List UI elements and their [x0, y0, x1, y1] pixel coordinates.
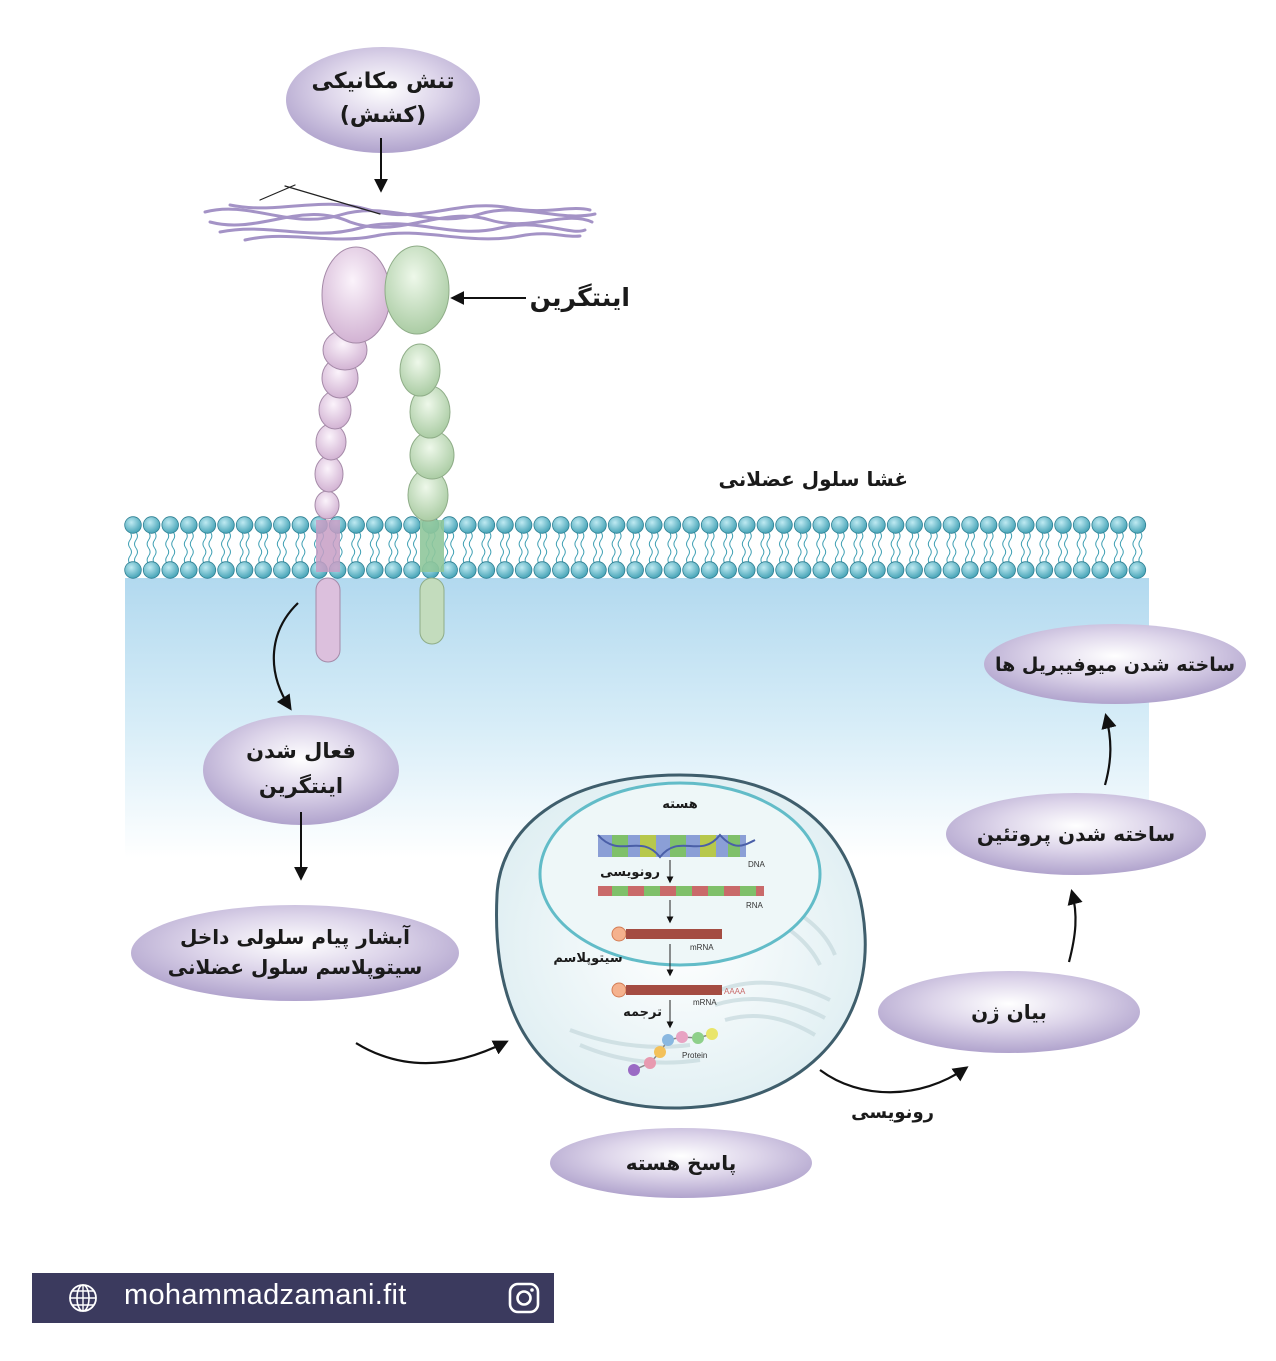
cytoplasm-label: سیتوپلاسم [553, 951, 622, 966]
nuclear-response-node: پاسخ هسته [550, 1128, 812, 1198]
integrin-activation-label-1: فعال شدن [246, 739, 356, 763]
cascade-label-2: سیتوپلاسم سلول عضلانی [168, 955, 423, 980]
integrin-beta-subunit [384, 245, 455, 522]
cascade-label-1: آبشار پیام سلولی داخل [180, 924, 411, 950]
integrin-alpha-subunit [314, 246, 391, 520]
translation-label: ترجمه [623, 1005, 662, 1020]
arrow-to-gene-expression [819, 1066, 969, 1094]
cell-membrane-bilayer [124, 516, 1147, 579]
gene-expression-label: بیان ژن [971, 1000, 1047, 1024]
nuclear-response-label: پاسخ هسته [626, 1151, 737, 1176]
globe-icon [69, 1284, 97, 1312]
dna-label: DNA [748, 860, 766, 869]
myofibril-synthesis-node: ساخته شدن میوفیبریل ها [984, 624, 1246, 704]
mrna-label-2: mRNA [693, 998, 717, 1007]
rna-strand [598, 886, 764, 896]
protein-label: Protein [682, 1051, 707, 1060]
website-link[interactable]: mohammadzamani.fit [124, 1279, 407, 1311]
cell-diagram: هسته DNA رونویسی RNA mRNA [495, 773, 867, 1110]
gene-expression-node: بیان ژن [878, 971, 1140, 1053]
integrin-activation-label-2: اینتگرین [259, 773, 343, 798]
footer-banner: mohammadzamani.fit [32, 1273, 554, 1323]
transcription-inner-label: رونویسی [600, 865, 660, 880]
arrow-to-integrin-activation [272, 602, 299, 711]
rna-label: RNA [746, 901, 764, 910]
membrane-label: غشا سلول عضلانی [719, 467, 908, 491]
mechanical-stress-label-1: تنش مکانیکی [312, 69, 455, 94]
protein-synthesis-node: ساخته شدن پروتئین [946, 793, 1206, 875]
mechanical-stress-label-2: (کشش) [340, 103, 426, 128]
nucleus [538, 781, 822, 967]
signaling-cascade-node: آبشار پیام سلولی داخل سیتوپلاسم سلول عضل… [131, 905, 459, 1001]
integrin-label: اینتگرین [530, 283, 630, 313]
extracellular-matrix-fibers [203, 184, 597, 242]
arrow-to-myofibril [1101, 713, 1117, 786]
poly-a-tail: AAAA [724, 987, 746, 996]
mechanical-stress-node: تنش مکانیکی (کشش) [286, 47, 480, 153]
protein-chain [628, 1028, 718, 1076]
dna-strand [597, 833, 756, 859]
arrow-to-protein-synthesis [1067, 889, 1083, 963]
mrna-label-1: mRNA [690, 943, 714, 952]
transcription-label: رونویسی [851, 1102, 934, 1123]
integrin-activation-node: فعال شدن اینتگرین [203, 715, 399, 825]
myofibril-synthesis-label: ساخته شدن میوفیبریل ها [995, 654, 1235, 676]
nucleus-label: هسته [662, 797, 697, 812]
arrow-to-cell [355, 1040, 509, 1065]
instagram-icon[interactable] [508, 1282, 540, 1314]
protein-synthesis-label: ساخته شدن پروتئین [977, 822, 1175, 847]
integrin-transmembrane [315, 520, 445, 663]
